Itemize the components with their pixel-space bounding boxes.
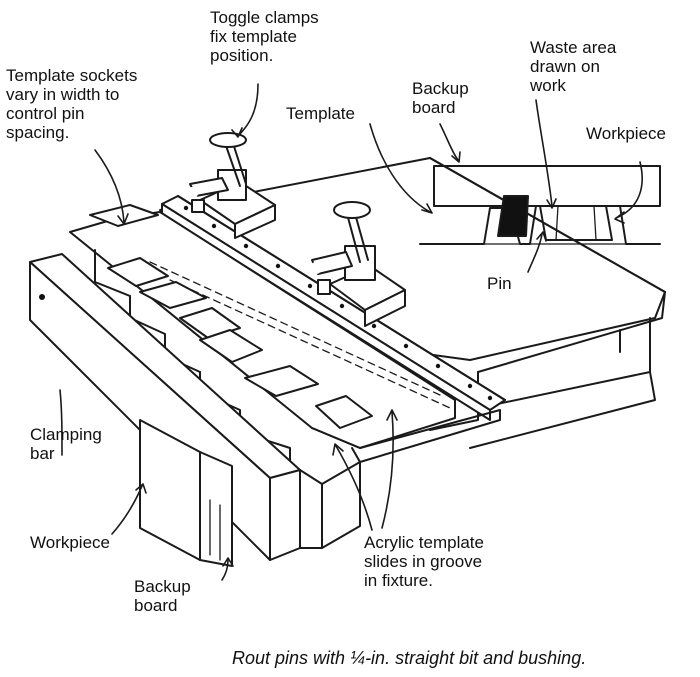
vertical-workpiece: [139, 419, 233, 567]
figure-caption: Rout pins with ¼-in. straight bit and bu…: [232, 648, 587, 668]
acrylic-template: [69, 204, 501, 463]
label-workpiece-right: Workpiece: [586, 124, 666, 143]
riser-block: [299, 461, 361, 549]
leader-lines: [59, 83, 643, 581]
fence-rail: [161, 195, 506, 421]
label-acrylic-template: Acrylic template slides in groove in fix…: [364, 533, 484, 590]
label-backup-board-top: Backup board: [412, 79, 469, 117]
toggle-clamp-1: [186, 132, 276, 239]
label-toggle-clamps: Toggle clamps fix template position.: [210, 8, 319, 65]
label-template-sockets: Template sockets vary in width to contro…: [6, 66, 138, 142]
label-pin: Pin: [487, 274, 512, 293]
toggle-clamp-2: [310, 201, 406, 327]
label-clamping-bar: Clamping bar: [30, 425, 102, 463]
cross-section-inset: [419, 165, 661, 245]
label-waste-area: Waste area drawn on work: [530, 38, 617, 95]
label-workpiece-left: Workpiece: [30, 533, 110, 552]
label-backup-board-bottom: Backup board: [134, 577, 191, 615]
label-template: Template: [286, 104, 355, 123]
